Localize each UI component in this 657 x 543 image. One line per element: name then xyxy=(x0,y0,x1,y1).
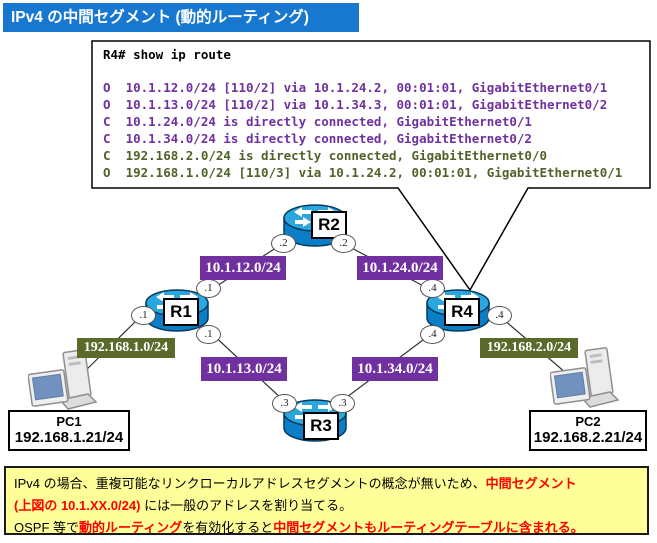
route-line: C 10.1.24.0/24 is directly connected, Gi… xyxy=(103,114,532,129)
port-r2-to-r1: .2 xyxy=(271,234,296,253)
segment-label-10-1-24: 10.1.24.0/24 xyxy=(357,256,443,280)
segment-label-10-1-13: 10.1.13.0/24 xyxy=(201,357,287,381)
port-r4-to-r3: .4 xyxy=(420,325,445,344)
route-line: C 10.1.34.0/24 is directly connected, Gi… xyxy=(103,131,532,146)
port-r4-to-r2: .4 xyxy=(420,279,445,298)
port-r1-to-r3: .1 xyxy=(196,325,221,344)
note-text: を有効化すると xyxy=(182,520,274,535)
page-title: IPv4 の中間セグメント (動的ルーティング) xyxy=(3,3,359,32)
pc2-label-box: PC2 192.168.2.21/24 xyxy=(529,410,647,451)
segment-label-192-168-2: 192.168.2.0/24 xyxy=(480,338,578,358)
pc-icon-pc1 xyxy=(27,348,98,419)
note-line-1: IPv4 の場合、重複可能なリンクローカルアドレスセグメントの概念が無いため、中… xyxy=(14,473,647,495)
note-line-3: OSPF 等で動的ルーティングを有効化すると中間セグメントもルーティングテーブル… xyxy=(14,517,647,539)
note-highlight: 中間セグメントもルーティングテーブルに含まれる。 xyxy=(273,520,584,535)
port-r3-to-r4: .3 xyxy=(330,394,355,413)
route-line: O 10.1.13.0/24 [110/2] via 10.1.34.3, 00… xyxy=(103,97,608,112)
pc1-label-box: PC1 192.168.1.21/24 xyxy=(8,410,130,451)
note-highlight: (上図の 10.1.XX.0/24) xyxy=(14,498,145,513)
route-list: O 10.1.12.0/24 [110/2] via 10.1.24.2, 00… xyxy=(103,80,622,182)
port-r4-lan: .4 xyxy=(487,306,512,325)
port-r2-to-r4: .2 xyxy=(331,234,356,253)
note-highlight: 動的ルーティング xyxy=(79,520,183,535)
pc1-ip: 192.168.1.21/24 xyxy=(14,429,124,446)
cli-command: R4# show ip route xyxy=(103,47,231,62)
router-label-r1: R1 xyxy=(163,298,199,326)
port-r3-to-r1: .3 xyxy=(272,394,297,413)
segment-label-10-1-34: 10.1.34.0/24 xyxy=(352,357,438,381)
port-r1-lan: .1 xyxy=(131,306,156,325)
pc2-ip: 192.168.2.21/24 xyxy=(533,429,643,446)
note-text: には一般のアドレスを割り当てる。 xyxy=(144,498,353,513)
router-label-r3: R3 xyxy=(303,412,339,440)
route-line: O 10.1.12.0/24 [110/2] via 10.1.24.2, 00… xyxy=(103,80,608,95)
note-box: IPv4 の場合、重複可能なリンクローカルアドレスセグメントの概念が無いため、中… xyxy=(4,466,649,535)
segment-label-192-168-1: 192.168.1.0/24 xyxy=(77,338,175,358)
pc-icon-pc2 xyxy=(549,346,620,417)
route-line: C 192.168.2.0/24 is directly connected, … xyxy=(103,148,548,163)
note-text: OSPF 等で xyxy=(14,520,80,535)
router-label-r4: R4 xyxy=(444,298,480,326)
pc2-name: PC2 xyxy=(575,414,601,429)
pc1-name: PC1 xyxy=(56,414,82,429)
port-r1-to-r2: .1 xyxy=(196,279,221,298)
route-line: O 192.168.1.0/24 [110/3] via 10.1.24.2, … xyxy=(103,165,623,180)
note-line-2: (上図の 10.1.XX.0/24) には一般のアドレスを割り当てる。 xyxy=(14,495,647,517)
segment-label-10-1-12: 10.1.12.0/24 xyxy=(200,256,286,280)
note-highlight: 中間セグメント xyxy=(485,476,577,491)
note-text: IPv4 の場合、重複可能なリンクローカルアドレスセグメントの概念が無いため、 xyxy=(14,476,486,491)
route-callout-bubble xyxy=(91,40,651,292)
